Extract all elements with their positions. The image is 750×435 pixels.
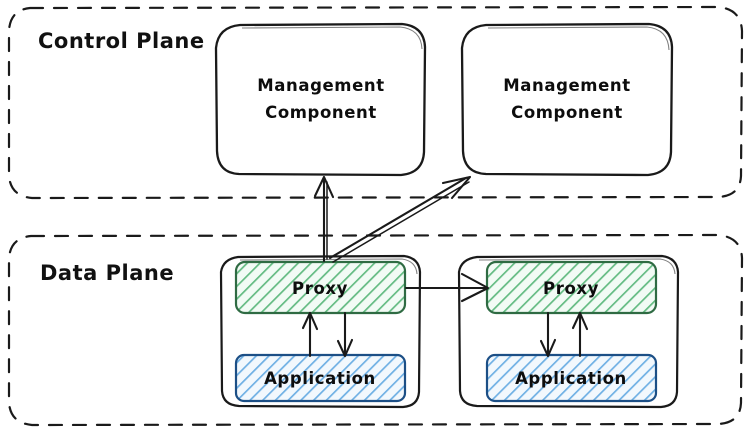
management-component-1[interactable]: Management Component [214,22,427,177]
pod-left-proxy-label: Proxy [292,279,348,298]
data-plane-label: Data Plane [40,261,174,285]
control-plane-label: Control Plane [38,29,205,53]
management-component-1-label-line1: Management [257,76,384,95]
data-plane-border [7,233,744,427]
pod-left[interactable]: Proxy Application [219,254,422,409]
management-component-2-box[interactable] [460,22,674,177]
edge-right-app-to-proxy [571,311,589,358]
management-component-1-label-line2: Component [265,103,377,122]
edge-left-app-to-proxy [301,311,319,358]
management-component-1-box[interactable] [214,22,427,177]
management-component-2-sketch-outline [487,26,670,51]
pod-right-application-label: Application [515,369,627,388]
control-plane-group: Control Plane [7,5,744,200]
pod-left-proxy-box[interactable] [234,260,407,315]
pod-left-application-box[interactable] [234,353,407,403]
pod-left-sketch-outline [239,258,418,275]
edge-left-proxy-to-management-1 [313,175,335,263]
management-component-2-label-line2: Component [511,103,623,122]
control-plane-border [7,5,744,200]
pod-right[interactable]: Proxy Application [457,254,680,409]
pod-left-proxy[interactable]: Proxy [234,260,407,315]
management-component-2-label-line1: Management [503,76,630,95]
edge-left-proxy-to-right-proxy [404,272,490,303]
edge-right-proxy-to-app [539,311,557,358]
pod-left-application[interactable]: Application [234,353,407,403]
pod-right-proxy-label: Proxy [543,279,599,298]
data-plane-group: Data Plane [7,233,744,427]
pod-right-application[interactable]: Application [485,353,658,403]
edge-left-proxy-to-app [336,311,354,358]
management-component-1-sketch-outline [241,26,423,50]
pod-right-proxy[interactable]: Proxy [485,260,658,315]
edge-left-proxy-to-management-2 [328,175,472,263]
pod-left-application-label: Application [264,369,376,388]
pod-right-application-box[interactable] [485,353,658,403]
pod-right-sketch-outline [478,258,676,275]
management-component-2[interactable]: Management Component [460,22,674,177]
